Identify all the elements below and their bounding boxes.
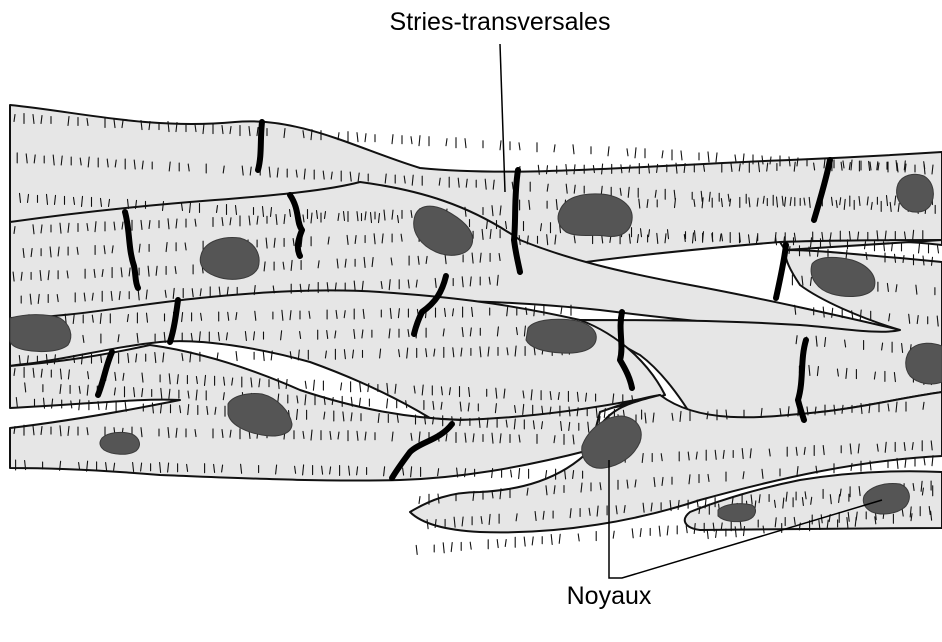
- striation-tick: [451, 543, 452, 552]
- striation-tick: [716, 153, 717, 162]
- noyaux-label: Noyaux: [567, 582, 652, 610]
- striation-tick: [305, 381, 306, 388]
- stries-label: Stries-transversales: [390, 8, 611, 36]
- striation-tick: [387, 399, 388, 408]
- striation-tick: [924, 458, 925, 465]
- striation-tick: [554, 145, 555, 152]
- striation-tick: [546, 471, 547, 478]
- striation-tick: [919, 244, 920, 253]
- striation-tick: [446, 139, 447, 146]
- striation-tick: [419, 136, 420, 146]
- striation-tick: [532, 537, 533, 545]
- striation-tick: [707, 530, 708, 539]
- striation-tick: [608, 147, 609, 156]
- striation-tick: [236, 352, 237, 361]
- striation-tick: [505, 540, 506, 547]
- striation-tick: [511, 470, 512, 477]
- striation-tick: [551, 535, 552, 545]
- striation-tick: [357, 133, 358, 142]
- striation-tick: [524, 537, 525, 546]
- intercalated-disc: [776, 245, 786, 298]
- striation-tick: [578, 534, 579, 541]
- striation-tick: [640, 529, 641, 537]
- striation-tick: [938, 246, 939, 253]
- striation-tick: [519, 143, 520, 150]
- striation-tick: [613, 531, 614, 538]
- striation-tick: [559, 534, 560, 543]
- striation-tick: [659, 526, 660, 536]
- striation-tick: [263, 351, 264, 361]
- striation-tick: [667, 526, 668, 535]
- striation-tick: [519, 469, 520, 479]
- striation-tick: [573, 145, 574, 154]
- nucleus: [558, 194, 632, 237]
- striation-tick: [392, 135, 393, 144]
- striation-tick: [365, 134, 366, 142]
- striation-tick: [561, 307, 562, 314]
- striation-tick: [470, 542, 471, 549]
- striation-tick: [497, 540, 498, 548]
- nucleus: [10, 315, 71, 352]
- striation-tick: [686, 526, 687, 533]
- striation-tick: [106, 403, 107, 410]
- striation-tick: [662, 151, 663, 158]
- fibers-group: [10, 105, 942, 532]
- striation-tick: [465, 139, 466, 148]
- nucleus: [897, 174, 934, 212]
- striation-tick: [411, 137, 412, 144]
- striation-tick: [359, 398, 360, 406]
- stries-leader-line: [500, 44, 505, 192]
- striation-tick: [627, 149, 628, 156]
- striation-tick: [360, 383, 361, 392]
- striation-tick: [341, 383, 342, 390]
- striation-tick: [635, 148, 636, 158]
- striation-tick: [632, 529, 633, 538]
- striation-tick: [443, 543, 444, 553]
- nucleus: [526, 319, 596, 353]
- nucleus: [100, 432, 140, 454]
- striation-tick: [500, 141, 501, 150]
- striation-tick: [681, 151, 682, 160]
- intercalated-disc: [258, 122, 262, 170]
- nucleus: [200, 238, 259, 280]
- striation-tick: [313, 380, 314, 390]
- striation-tick: [735, 155, 736, 162]
- striation-tick: [419, 497, 420, 504]
- striation-tick: [708, 152, 709, 162]
- striation-tick: [416, 545, 417, 554]
- nucleus: [718, 504, 755, 522]
